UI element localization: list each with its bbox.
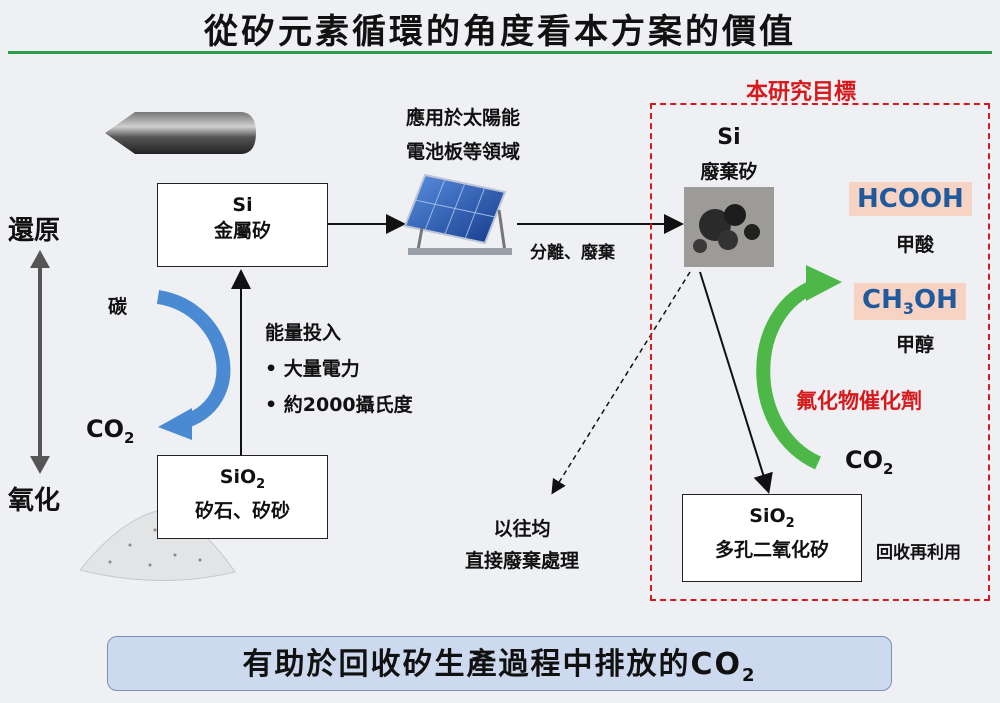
si-metal-name: 金屬矽 bbox=[213, 220, 271, 242]
redox-axis-arrow bbox=[30, 250, 50, 474]
research-target-label: 本研究目標 bbox=[746, 80, 857, 105]
solar-application-line1: 應用於太陽能 bbox=[405, 107, 520, 129]
co2-conversion-green-arrow bbox=[756, 265, 842, 470]
research-target-box bbox=[650, 103, 990, 601]
energy-item-1: • 大量電力 bbox=[265, 358, 360, 380]
silicon-ingot-image bbox=[105, 112, 256, 154]
formic-acid-formula: HCOOH bbox=[849, 182, 972, 216]
separate-discard-label: 分離、廢棄 bbox=[530, 243, 615, 263]
catalyst-label: 氟化物催化劑 bbox=[796, 389, 922, 413]
past-disposal-line1: 以往均 bbox=[493, 518, 551, 540]
methanol-formula: CH3OH bbox=[854, 283, 966, 321]
co2-right-label: CO2 bbox=[845, 446, 894, 478]
oxidation-label: 氧化 bbox=[8, 486, 61, 516]
sio2-raw-formula: SiO2 bbox=[219, 466, 266, 492]
past-disposal-line2: 直接廢棄處理 bbox=[464, 550, 579, 572]
reduction-label: 還原 bbox=[8, 216, 61, 246]
waste-silicon-image bbox=[684, 187, 774, 267]
carbon-label: 碳 bbox=[108, 296, 128, 318]
recycle-label: 回收再利用 bbox=[876, 543, 961, 563]
solar-application-line2: 電池板等領域 bbox=[405, 141, 520, 163]
si-metal-symbol: Si bbox=[232, 194, 253, 216]
title-underline bbox=[8, 51, 992, 54]
porous-silica-name: 多孔二氧化矽 bbox=[714, 538, 829, 561]
page-title: 從矽元素循環的角度看本方案的價值 bbox=[204, 12, 796, 52]
si-waste-symbol: Si bbox=[717, 125, 741, 150]
sio2-raw-name: 矽石、矽砂 bbox=[194, 499, 290, 522]
sio2-raw-box: SiO2 矽石、矽砂 bbox=[157, 455, 328, 539]
formic-acid-name: 甲酸 bbox=[895, 234, 934, 256]
bottom-banner: 有助於回收矽生產過程中排放的CO2 bbox=[107, 636, 892, 691]
porous-silica-box: SiO2 多孔二氧化矽 bbox=[682, 494, 862, 582]
arrow-waste-to-porous-silica bbox=[699, 271, 773, 494]
si-waste-name: 廢棄矽 bbox=[700, 161, 758, 183]
co2-left-label: CO2 bbox=[86, 415, 135, 447]
porous-silica-formula: SiO2 bbox=[749, 505, 795, 531]
solar-panel-image bbox=[403, 173, 512, 255]
energy-input-title: 能量投入 bbox=[265, 322, 342, 344]
energy-item-2: • 約2000攝氏度 bbox=[265, 394, 413, 416]
methanol-name: 甲醇 bbox=[895, 334, 934, 356]
carbon-cycle-blue-arrow bbox=[156, 290, 231, 440]
si-metal-box: Si 金屬矽 bbox=[157, 183, 328, 267]
arrow-waste-to-disposal bbox=[551, 271, 691, 495]
